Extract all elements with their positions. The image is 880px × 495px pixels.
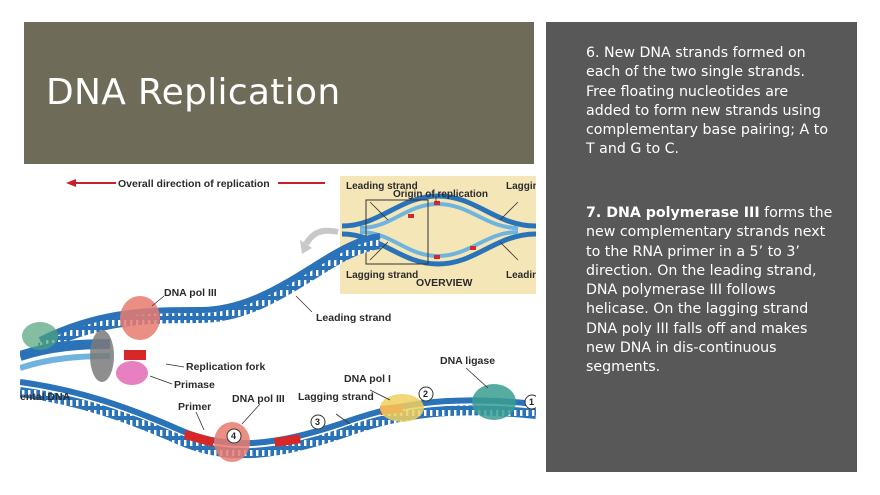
- dna-pol-iii-top: [120, 296, 160, 340]
- step-4: 4: [226, 428, 242, 444]
- overview-leading-top: Leading strand: [346, 181, 418, 192]
- label-replication-fork: Replication fork: [186, 361, 266, 373]
- label-leading-strand: Leading strand: [316, 312, 391, 324]
- helicase: [90, 330, 114, 382]
- helicase: [22, 322, 58, 350]
- primase: [116, 361, 148, 385]
- overview-origin: Origin of replication: [393, 189, 488, 200]
- label-primer: Primer: [178, 401, 211, 413]
- label-dna-pol-i: DNA pol I: [344, 373, 391, 385]
- label-dna-ligase: DNA ligase: [440, 355, 495, 367]
- overview-lagging-bottom: Lagging strand: [346, 270, 418, 281]
- overall-direction-arrow: Overall direction of replication: [66, 178, 325, 190]
- overview-lagging-top: Lagging strand: [506, 181, 536, 192]
- primer-segment: [274, 434, 301, 447]
- template-strand-bottom: [20, 379, 536, 447]
- lagging-strand: [20, 387, 536, 459]
- step-2: 2: [418, 386, 434, 402]
- dna-pol-i: [380, 394, 424, 422]
- leading-strand: [37, 239, 381, 353]
- svg-text:3: 3: [315, 417, 320, 427]
- slide-title: DNA Replication: [46, 72, 341, 113]
- label-lagging-strand: Lagging strand: [298, 391, 374, 403]
- paragraph-step-7-text: forms the new complementary strands next…: [586, 205, 833, 376]
- text-panel: 6. New DNA strands formed on each of the…: [546, 22, 857, 472]
- overview-inset: Leading strand Origin of replication Lag…: [340, 176, 536, 294]
- dna-ligase: [472, 384, 516, 420]
- paragraph-step-7-bold: 7. DNA polymerase III: [586, 205, 760, 221]
- overview-label: OVERVIEW: [416, 277, 472, 289]
- svg-text:4: 4: [231, 431, 236, 441]
- step-3: 3: [310, 414, 326, 430]
- primer-segment: [183, 430, 215, 447]
- overview-leading-bottom: Leading strand: [506, 270, 536, 281]
- label-primase: Primase: [174, 379, 215, 391]
- paragraph-step-7: 7. DNA polymerase III forms the new comp…: [586, 204, 836, 378]
- overall-direction-label: Overall direction of replication: [118, 178, 270, 190]
- primer-segment: [124, 350, 146, 360]
- svg-text:2: 2: [423, 389, 428, 399]
- dna-replication-diagram: Overall direction of replication Leading…: [20, 176, 536, 462]
- paragraph-step-6: 6. New DNA strands formed on each of the…: [586, 45, 829, 158]
- label-parental-dna: ental DNA: [20, 391, 71, 403]
- label-dna-pol-iii-top: DNA pol III: [164, 287, 217, 299]
- title-panel: DNA Replication: [24, 22, 534, 164]
- template-strand-top: [38, 233, 381, 343]
- label-dna-pol-iii-bottom: DNA pol III: [232, 393, 285, 405]
- step-1: 1: [524, 394, 536, 410]
- svg-text:1: 1: [529, 397, 534, 407]
